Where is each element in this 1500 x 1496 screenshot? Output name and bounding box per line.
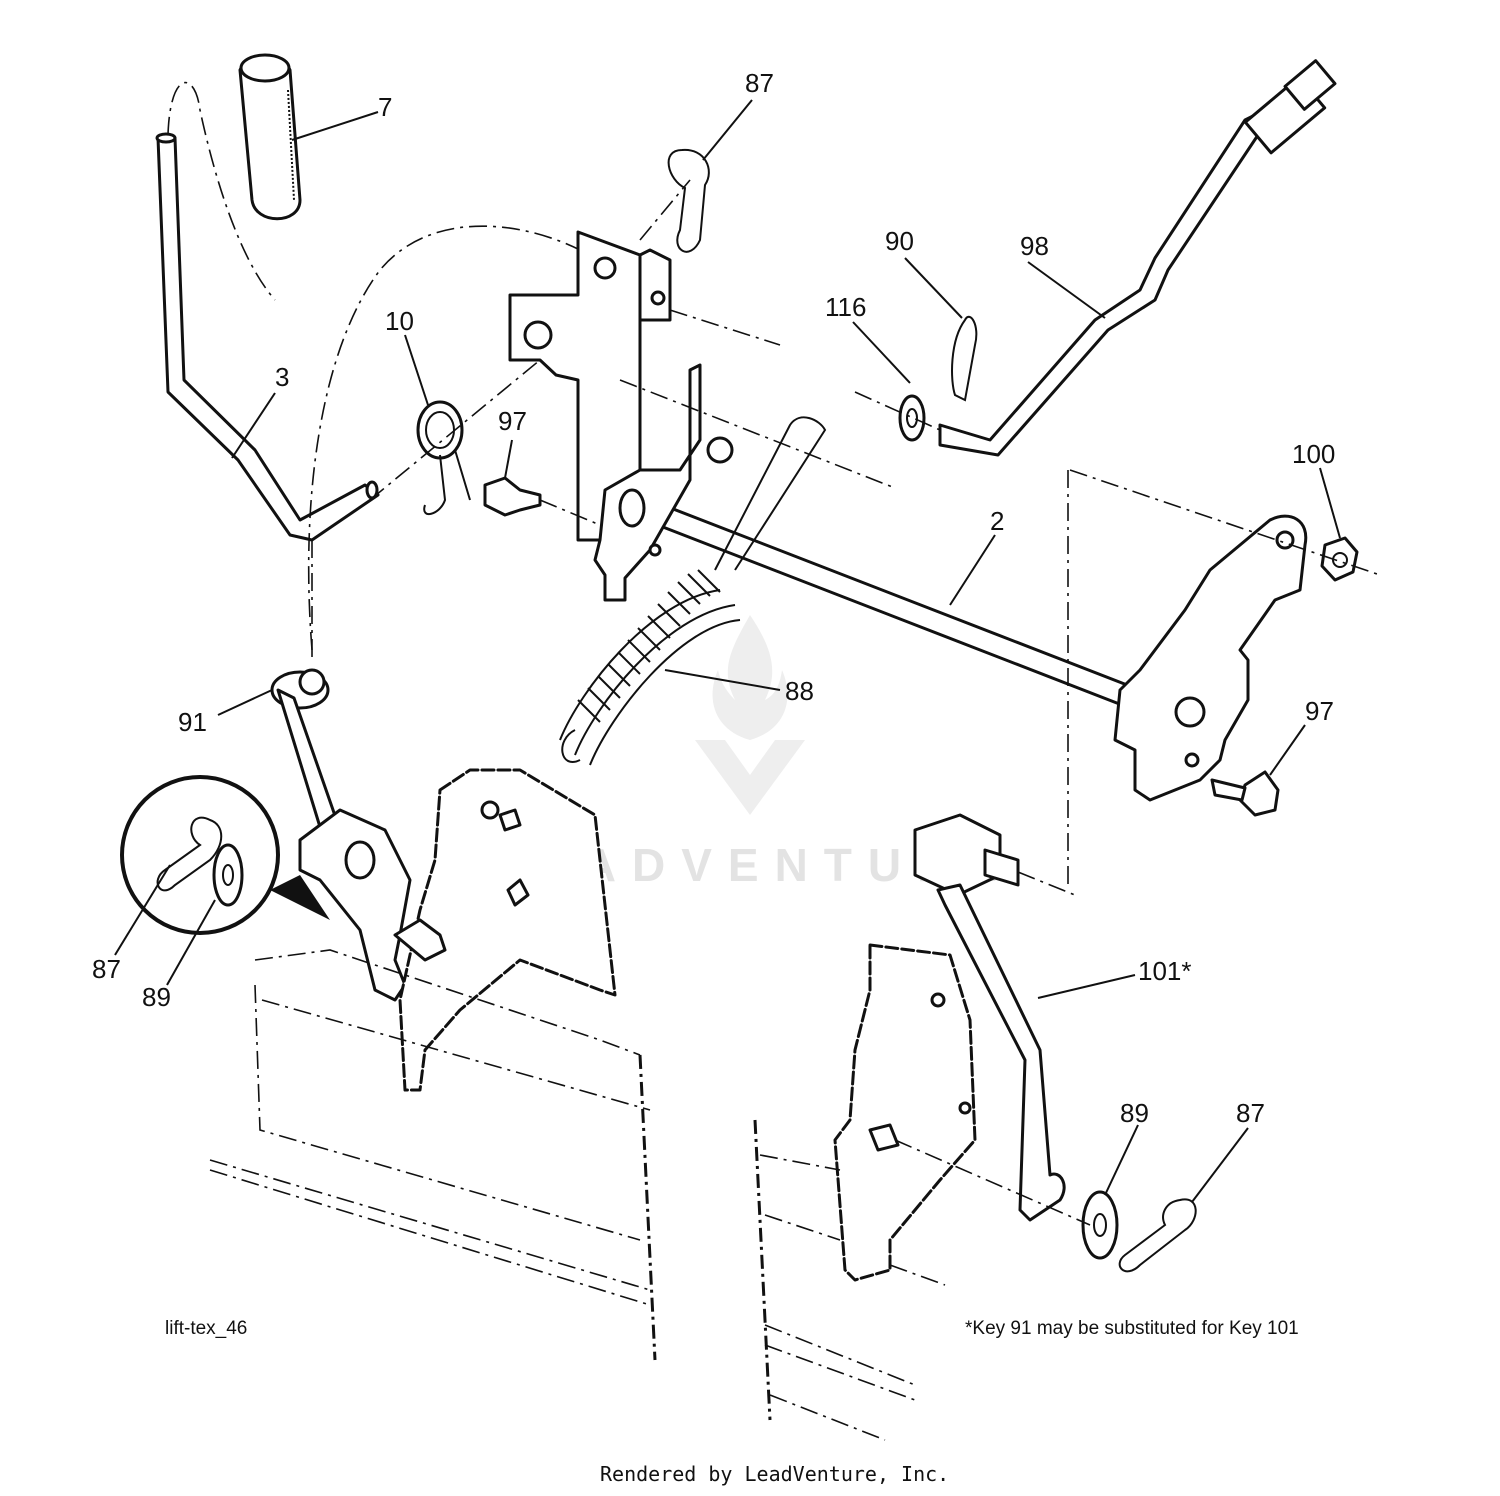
mower-deck-right-outline xyxy=(753,1119,946,1441)
lift-handle-grip-part[interactable] xyxy=(238,53,302,221)
callout-7: 7 xyxy=(378,92,392,122)
lift-shaft-part[interactable] xyxy=(635,495,1152,717)
callout-2: 2 xyxy=(990,506,1004,536)
callout-87-inset: 87 xyxy=(92,954,121,984)
assembly-line-rod101 xyxy=(1017,871,1076,896)
spring-10-part[interactable] xyxy=(416,400,471,515)
figure-id: lift-tex_46 xyxy=(165,1318,248,1339)
detail-inset-87-89 xyxy=(120,775,330,935)
assembly-line-rod xyxy=(854,391,941,431)
callout-97-right: 97 xyxy=(1305,696,1334,726)
left-lower-bracket-part[interactable] xyxy=(298,768,617,1092)
clip-87-right-part[interactable] xyxy=(1118,1198,1197,1273)
callout-116: 116 xyxy=(825,292,866,322)
clip-87-top-part[interactable] xyxy=(639,148,710,253)
callout-98: 98 xyxy=(1020,231,1049,261)
watermark-logo xyxy=(690,610,810,820)
rendered-by-footer: Rendered by LeadVenture, Inc. xyxy=(600,1462,950,1486)
callout-100: 100 xyxy=(1292,439,1335,469)
callout-89-inset: 89 xyxy=(142,982,171,1012)
pin-90-part[interactable] xyxy=(951,315,978,402)
callout-101: 101* xyxy=(1138,956,1192,986)
right-lift-arm-part[interactable] xyxy=(1113,514,1308,802)
bolt-97-right-part[interactable] xyxy=(1210,770,1280,817)
assembly-line-shaft xyxy=(619,379,896,489)
assembly-line-bracket xyxy=(669,309,781,346)
nut-100-part[interactable] xyxy=(1320,536,1359,582)
footnote: *Key 91 may be substituted for Key 101 xyxy=(965,1318,1299,1339)
link-91-part[interactable] xyxy=(270,668,342,842)
assembly-line-curve xyxy=(307,225,581,651)
upper-bracket-part[interactable] xyxy=(508,230,672,542)
callout-97-upper: 97 xyxy=(498,406,527,436)
assembly-line-right xyxy=(1069,469,1381,576)
callout-10: 10 xyxy=(385,306,414,336)
callout-87-right: 87 xyxy=(1236,1098,1265,1128)
washer-89-right-part[interactable] xyxy=(1081,1190,1119,1260)
assembly-line-spring xyxy=(369,359,541,501)
callout-3: 3 xyxy=(275,362,289,392)
spring-88-part[interactable] xyxy=(559,416,827,766)
shaft-left-bracket-part[interactable] xyxy=(593,363,734,602)
rod-98-part[interactable] xyxy=(938,59,1337,457)
lift-handle-lever-part[interactable] xyxy=(155,81,380,542)
callout-87-top: 87 xyxy=(745,68,774,98)
callout-90: 90 xyxy=(885,226,914,256)
callout-88: 88 xyxy=(785,676,814,706)
leader-lines xyxy=(114,99,1341,1203)
mower-deck-left-outline xyxy=(209,949,657,1361)
right-lower-bracket-part[interactable] xyxy=(833,943,977,1282)
washer-116-part[interactable] xyxy=(898,394,926,442)
assembly-line-lower-right xyxy=(894,1139,1091,1226)
rod-101-part[interactable] xyxy=(913,813,1066,1222)
bolt-97-upper-part[interactable] xyxy=(483,476,601,526)
callout-89-right: 89 xyxy=(1120,1098,1149,1128)
callout-91: 91 xyxy=(178,707,207,737)
